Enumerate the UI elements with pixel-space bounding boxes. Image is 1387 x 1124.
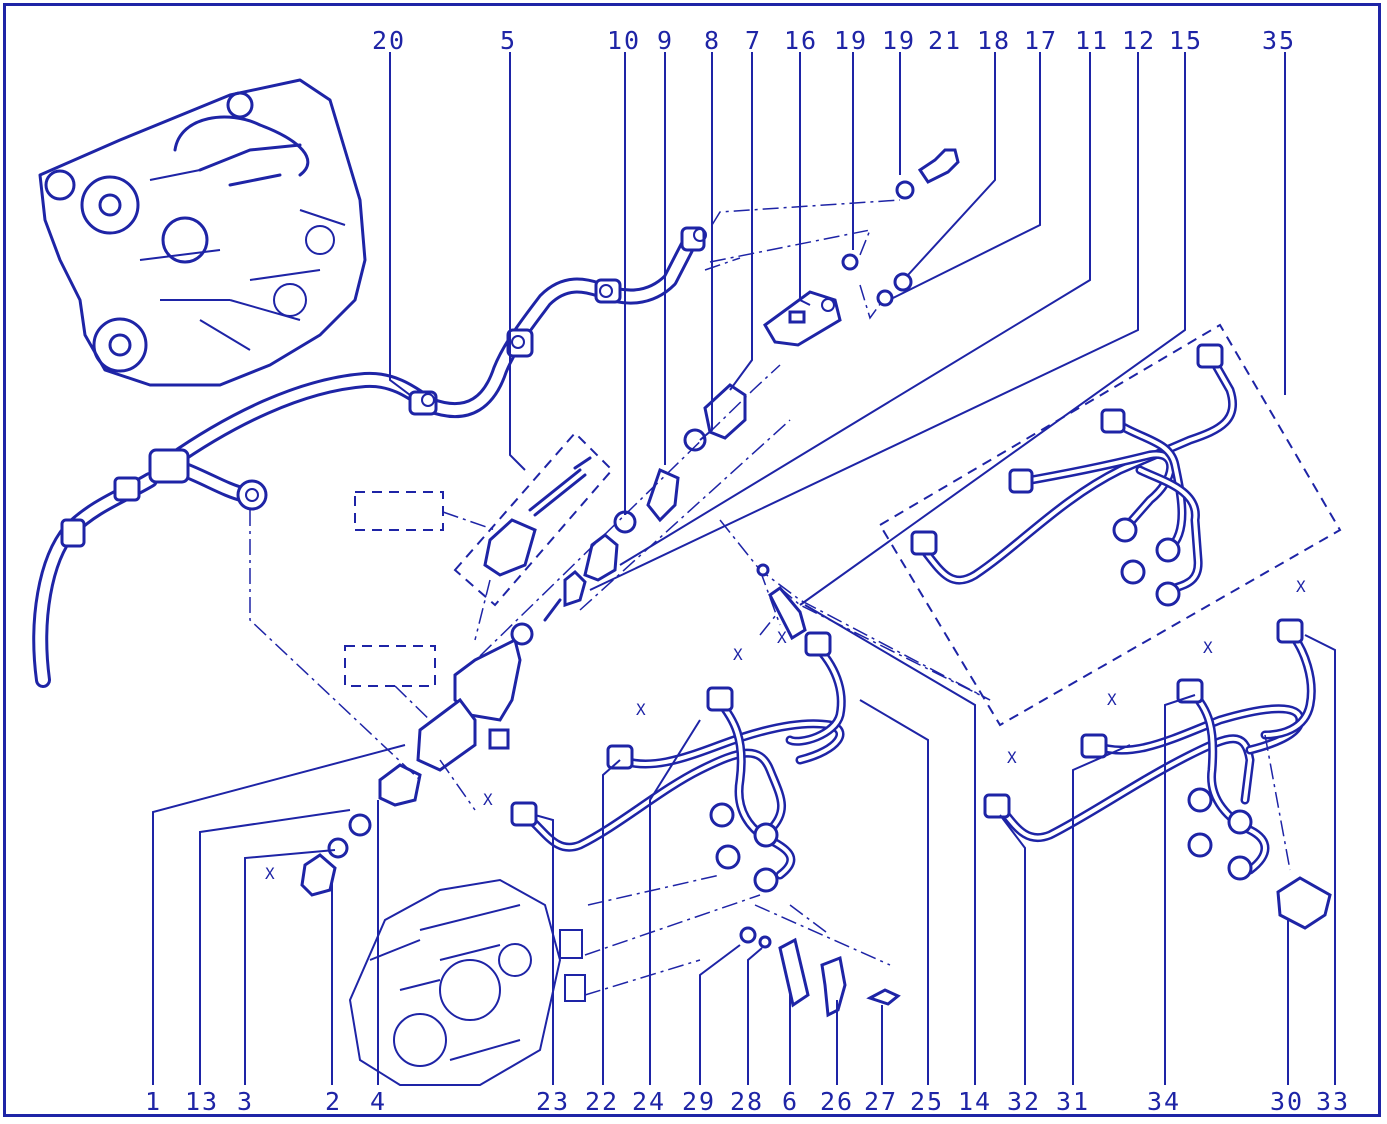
callout-9: 9 <box>657 26 675 55</box>
pipe-group-right <box>983 618 1332 930</box>
callout-29: 29 <box>682 1087 717 1116</box>
callout-12: 12 <box>1122 26 1157 55</box>
callout-31: 31 <box>1056 1087 1091 1116</box>
injector-assembly <box>249 510 534 897</box>
callout-16: 16 <box>784 26 819 55</box>
callout-24: 24 <box>632 1087 667 1116</box>
callout-27: 27 <box>864 1087 899 1116</box>
callout-11: 11 <box>1075 26 1110 55</box>
injection-pump <box>348 878 586 1086</box>
callout-19-b: 19 <box>882 26 917 55</box>
pipe-set-box <box>878 323 1342 727</box>
callout-7: 7 <box>745 26 763 55</box>
dimension-marker: X <box>1007 748 1019 767</box>
construction-lines <box>719 519 991 701</box>
callout-14: 14 <box>958 1087 993 1116</box>
callout-30: 30 <box>1270 1087 1305 1116</box>
engine-thumbnail <box>38 78 367 387</box>
dimension-marker: X <box>1107 690 1119 709</box>
pipe-group-left <box>510 609 846 996</box>
callout-4: 4 <box>370 1087 388 1116</box>
callout-8: 8 <box>704 26 722 55</box>
callout-23: 23 <box>536 1087 571 1116</box>
banjo-fittings <box>704 148 960 347</box>
nozzle-kit <box>344 431 614 731</box>
callout-18: 18 <box>977 26 1012 55</box>
callout-35: 35 <box>1262 26 1297 55</box>
callout-33: 33 <box>1316 1087 1351 1116</box>
dimension-marker: X <box>265 864 277 883</box>
callout-6: 6 <box>782 1087 800 1116</box>
callout-19-a: 19 <box>834 26 869 55</box>
callout-5: 5 <box>500 26 518 55</box>
callout-10: 10 <box>607 26 642 55</box>
callout-1: 1 <box>145 1087 163 1116</box>
callout-34: 34 <box>1147 1087 1182 1116</box>
dimension-marker: X <box>777 628 789 647</box>
callout-22: 22 <box>585 1087 620 1116</box>
dimension-marker: X <box>483 790 495 809</box>
callout-21: 21 <box>928 26 963 55</box>
callout-3: 3 <box>237 1087 255 1116</box>
clamp-kit <box>739 904 901 1018</box>
injector-components <box>479 364 791 657</box>
leader-lines-top <box>389 52 1286 606</box>
fuel-return-hose <box>32 226 707 688</box>
callout-32: 32 <box>1007 1087 1042 1116</box>
callout-20: 20 <box>372 26 407 55</box>
dimension-marker: X <box>636 700 648 719</box>
dimension-marker: X <box>1296 577 1308 596</box>
dimension-marker: X <box>733 645 745 664</box>
callout-15: 15 <box>1169 26 1204 55</box>
callout-28: 28 <box>730 1087 765 1116</box>
callout-25: 25 <box>910 1087 945 1116</box>
leader-lines-bottom <box>152 604 1336 1085</box>
callout-17: 17 <box>1024 26 1059 55</box>
callout-26: 26 <box>820 1087 855 1116</box>
diagram-frame <box>3 3 1381 1117</box>
dimension-marker: X <box>1203 638 1215 657</box>
callout-13: 13 <box>185 1087 220 1116</box>
callout-2: 2 <box>325 1087 343 1116</box>
